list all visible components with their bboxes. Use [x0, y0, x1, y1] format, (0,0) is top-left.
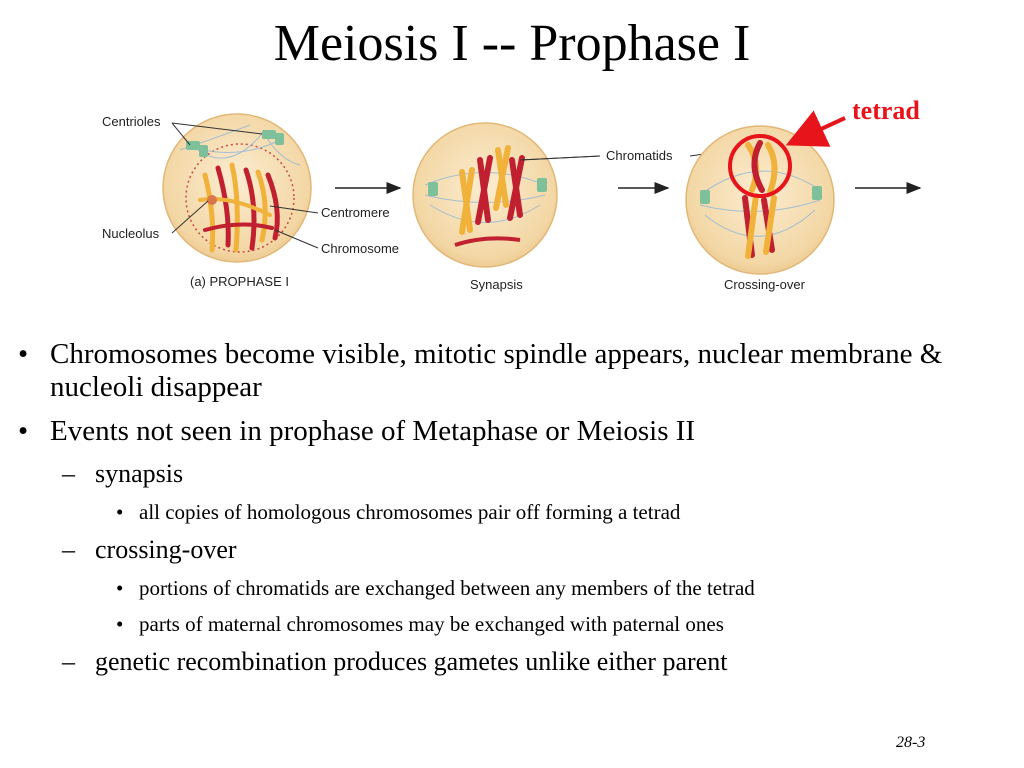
sub-sub-bullet-text: parts of maternal chromosomes may be exc… [139, 612, 724, 636]
bullet-item: • Chromosomes become visible, mitotic sp… [0, 338, 1024, 404]
centriole-icon [186, 141, 200, 150]
sub-bullet-item: – synapsis [0, 459, 1024, 489]
label-chromosome: Chromosome [321, 241, 400, 256]
tetrad-callout-label: tetrad [852, 96, 920, 125]
slide-number: 28-3 [896, 734, 926, 751]
figure-drawing [162, 110, 922, 275]
label-synapsis: Synapsis [470, 277, 523, 292]
label-centrioles: Centrioles [102, 114, 161, 129]
slide-title: Meiosis I -- Prophase I [273, 15, 751, 72]
bullet-item: • Events not seen in prophase of Metapha… [0, 415, 1024, 448]
dash-marker: – [62, 647, 75, 676]
cell-synapsis [412, 122, 558, 268]
label-centromere: Centromere [321, 205, 390, 220]
sub-sub-bullet-text: portions of chromatids are exchanged bet… [139, 576, 755, 600]
dash-marker: – [62, 459, 75, 488]
sub-bullet-item: – crossing-over [0, 535, 1024, 565]
sub-sub-bullet-item: • parts of maternal chromosomes may be e… [0, 611, 1024, 637]
bullet-text: Events not seen in prophase of Metaphase… [50, 415, 696, 447]
sub-bullet-item: – genetic recombination produces gametes… [0, 647, 1024, 677]
label-nucleolus: Nucleolus [102, 226, 160, 241]
bullet-marker: • [18, 415, 29, 447]
bullet-marker: • [116, 500, 124, 524]
bullet-marker: • [116, 612, 124, 636]
bullet-list: • Chromosomes become visible, mitotic sp… [0, 338, 1024, 687]
label-chromatids: Chromatids [606, 148, 673, 163]
sub-sub-bullet-item: • all copies of homologous chromosomes p… [0, 499, 1024, 525]
meiosis-figure: Centrioles Nucleolus Centromere Chromoso… [0, 0, 1024, 300]
tetrad-callout-arrow [785, 110, 846, 147]
sub-bullet-text: crossing-over [95, 535, 237, 564]
sub-bullet-text: genetic recombination produces gametes u… [95, 647, 728, 676]
tetrad-highlight-circle [728, 134, 792, 198]
sub-bullet-text: synapsis [95, 459, 184, 488]
bullet-text: Chromosomes become visible, mitotic spin… [50, 338, 943, 403]
bullet-marker: • [116, 576, 124, 600]
cell-prophase [162, 113, 312, 263]
sub-sub-bullet-text: all copies of homologous chromosomes pai… [139, 500, 681, 524]
nucleolus-shape [207, 195, 217, 205]
sub-sub-bullet-item: • portions of chromatids are exchanged b… [0, 575, 1024, 601]
bullet-marker: • [18, 338, 29, 370]
cell-crossing-over [685, 125, 835, 275]
label-crossing-over: Crossing-over [724, 277, 805, 292]
dash-marker: – [62, 535, 75, 564]
label-prophase-i: (a) PROPHASE I [190, 274, 289, 289]
